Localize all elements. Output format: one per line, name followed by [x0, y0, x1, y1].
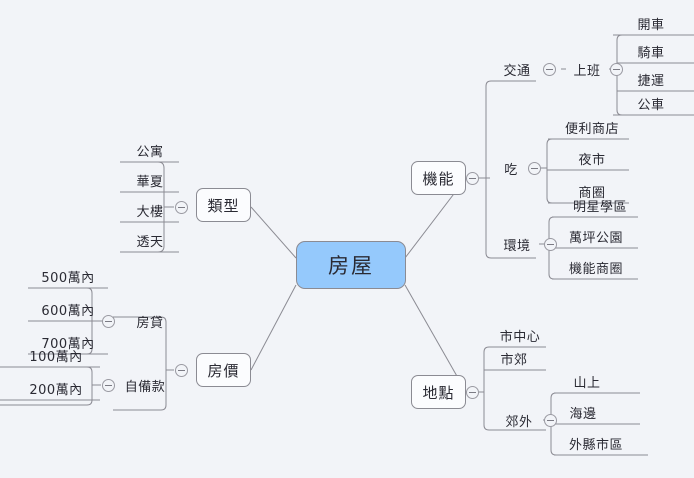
root-node-label: 房屋: [328, 254, 374, 278]
leaf-type-1-label: 華夏: [136, 174, 164, 190]
leaf-mortgage-2-label: 700萬內: [41, 336, 95, 352]
branch-node-price[interactable]: 房價: [196, 353, 251, 387]
leaf-eat-1-label: 夜市: [578, 152, 606, 168]
collapse-minus-icon-suburbs[interactable]: [544, 414, 557, 427]
leaf-suburbs-2-label: 外縣市區: [568, 437, 623, 453]
leaf-commute-3[interactable]: 公車: [627, 92, 675, 114]
collapse-minus-icon-environment[interactable]: [544, 238, 557, 251]
root-node-house[interactable]: 房屋: [296, 241, 406, 289]
subnode-transport-label: 交通: [503, 63, 531, 79]
branch-node-type-label: 類型: [207, 196, 240, 215]
leaf-type-0-label: 公寓: [136, 144, 164, 160]
branch-node-price-label: 房價: [207, 361, 240, 380]
subnode-downpayment-label: 自備款: [124, 379, 166, 395]
collapse-minus-icon-function[interactable]: [466, 172, 479, 185]
leaf-suburbs-1[interactable]: 海邊: [558, 401, 608, 423]
leaf-commute-0[interactable]: 開車: [627, 12, 675, 34]
leaf-downpayment-1-label: 200萬內: [29, 382, 83, 398]
leaf-commute-2-label: 捷運: [637, 73, 665, 89]
subnode-mortgage-label: 房貸: [136, 315, 164, 331]
leaf-type-2-label: 大樓: [136, 204, 164, 220]
leaf-type-2[interactable]: 大樓: [126, 199, 174, 221]
leaf-suburbs-1-label: 海邊: [569, 406, 597, 422]
leaf-suburbs-0[interactable]: 山上: [562, 370, 612, 392]
branch-node-location[interactable]: 地點: [411, 375, 466, 409]
branch-node-location-label: 地點: [422, 383, 455, 402]
edge-root-to-price: [250, 284, 297, 371]
leaf-location-0-label: 市中心: [499, 329, 541, 345]
leaf-environment-0-label: 明星學區: [572, 199, 627, 215]
leaf-downpayment-0-label: 100萬內: [29, 349, 83, 365]
leaf-location-1[interactable]: 市郊: [489, 347, 539, 369]
subnode-commute[interactable]: 上班: [564, 58, 610, 80]
collapse-minus-icon-price[interactable]: [175, 364, 188, 377]
leaf-commute-1-label: 騎車: [637, 45, 665, 61]
leaf-commute-3-label: 公車: [637, 97, 665, 113]
leaf-suburbs-2[interactable]: 外縣市區: [558, 432, 634, 454]
leaf-commute-0-label: 開車: [637, 17, 665, 33]
leaf-environment-1-label: 萬坪公園: [568, 230, 623, 246]
leaf-downpayment-1[interactable]: 200萬內: [22, 377, 90, 399]
collapse-minus-icon-mortgage[interactable]: [102, 315, 115, 328]
collapse-minus-icon-type[interactable]: [175, 201, 188, 214]
subnode-downpayment[interactable]: 自備款: [114, 374, 176, 396]
leaf-suburbs-0-label: 山上: [573, 375, 601, 391]
leaf-mortgage-2[interactable]: 700萬內: [34, 331, 102, 353]
subnode-commute-label: 上班: [573, 63, 601, 79]
leaf-mortgage-1-label: 600萬內: [41, 303, 95, 319]
collapse-minus-icon-transport[interactable]: [543, 63, 556, 76]
leaf-location-0[interactable]: 市中心: [492, 324, 548, 346]
leaf-eat-0-label: 便利商店: [564, 121, 619, 137]
leaf-type-3[interactable]: 透天: [126, 229, 174, 251]
leaf-type-1[interactable]: 華夏: [126, 169, 174, 191]
subnode-mortgage[interactable]: 房貸: [124, 310, 176, 332]
leaf-type-0[interactable]: 公寓: [126, 139, 174, 161]
leaf-environment-1[interactable]: 萬坪公園: [558, 225, 634, 247]
leaf-environment-0[interactable]: 明星學區: [562, 194, 638, 216]
leaf-environment-2[interactable]: 機能商圈: [558, 256, 634, 278]
branch-node-function-label: 機能: [422, 169, 455, 188]
leaf-eat-2-label: 商圈: [578, 185, 606, 201]
leaf-commute-2[interactable]: 捷運: [627, 68, 675, 90]
leaf-eat-1[interactable]: 夜市: [556, 147, 628, 169]
branch-node-type[interactable]: 類型: [196, 188, 251, 222]
leaf-commute-1[interactable]: 騎車: [627, 40, 675, 62]
subnode-environment-label: 環境: [503, 238, 531, 254]
branch-node-function[interactable]: 機能: [411, 161, 466, 195]
subnode-suburbs[interactable]: 郊外: [496, 409, 542, 431]
subnode-transport[interactable]: 交通: [494, 58, 540, 80]
collapse-minus-icon-location[interactable]: [466, 386, 479, 399]
leaf-downpayment-0[interactable]: 100萬內: [22, 344, 90, 366]
edge-root-to-type: [250, 206, 297, 259]
collapse-minus-icon-downpayment[interactable]: [102, 379, 115, 392]
leaf-type-3-label: 透天: [136, 234, 164, 250]
collapse-minus-icon-commute[interactable]: [610, 63, 623, 76]
leaf-eat-2[interactable]: 商圈: [556, 180, 628, 202]
leaf-mortgage-0[interactable]: 500萬內: [34, 265, 102, 287]
collapse-minus-icon-eat[interactable]: [528, 162, 541, 175]
subnode-environment[interactable]: 環境: [494, 233, 540, 255]
leaf-location-1-label: 市郊: [500, 352, 528, 368]
leaf-environment-2-label: 機能商圈: [568, 261, 623, 277]
leaf-eat-0[interactable]: 便利商店: [556, 116, 628, 138]
subnode-eat-label: 吃: [504, 162, 518, 178]
leaf-mortgage-0-label: 500萬內: [41, 270, 95, 286]
subnode-suburbs-label: 郊外: [505, 414, 533, 430]
leaf-mortgage-1[interactable]: 600萬內: [34, 298, 102, 320]
subnode-eat[interactable]: 吃: [498, 157, 524, 179]
